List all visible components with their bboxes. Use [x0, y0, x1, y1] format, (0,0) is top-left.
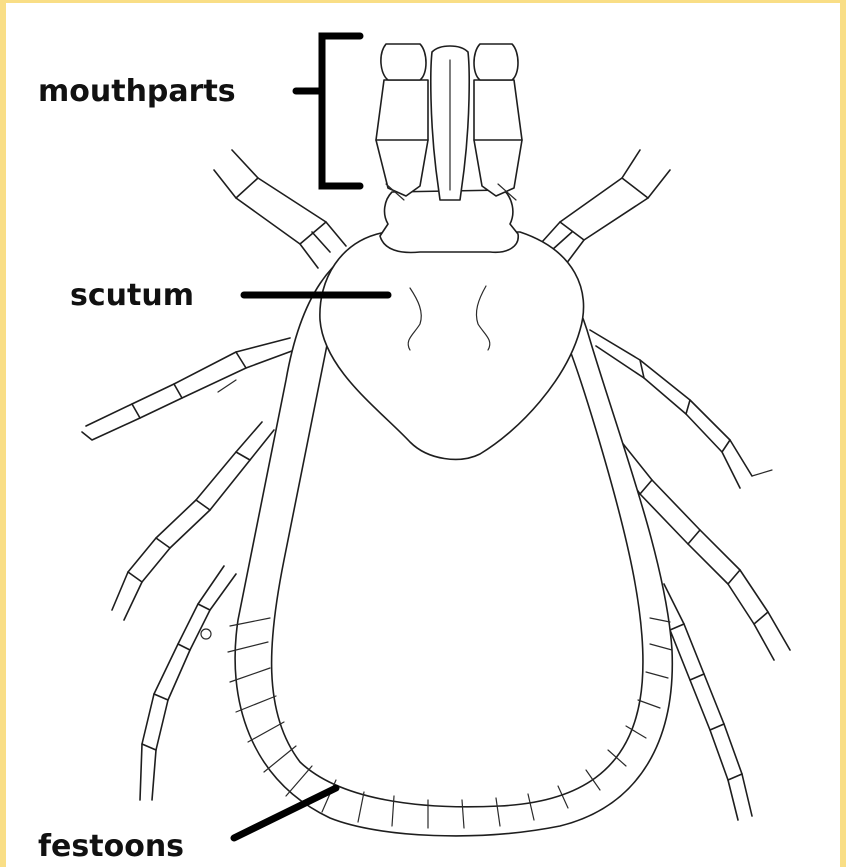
leg-4-left: [140, 566, 236, 800]
leg-2-left: [82, 338, 300, 440]
label-mouthparts: mouthparts: [38, 74, 236, 109]
label-festoons: festoons: [38, 829, 184, 864]
capitulum: [376, 44, 522, 252]
label-scutum: scutum: [70, 278, 194, 313]
leg-1-right: [542, 150, 670, 264]
mouthparts-callout: [296, 36, 360, 186]
mouthparts-bracket: [322, 36, 360, 186]
leg-1-left: [214, 150, 346, 268]
